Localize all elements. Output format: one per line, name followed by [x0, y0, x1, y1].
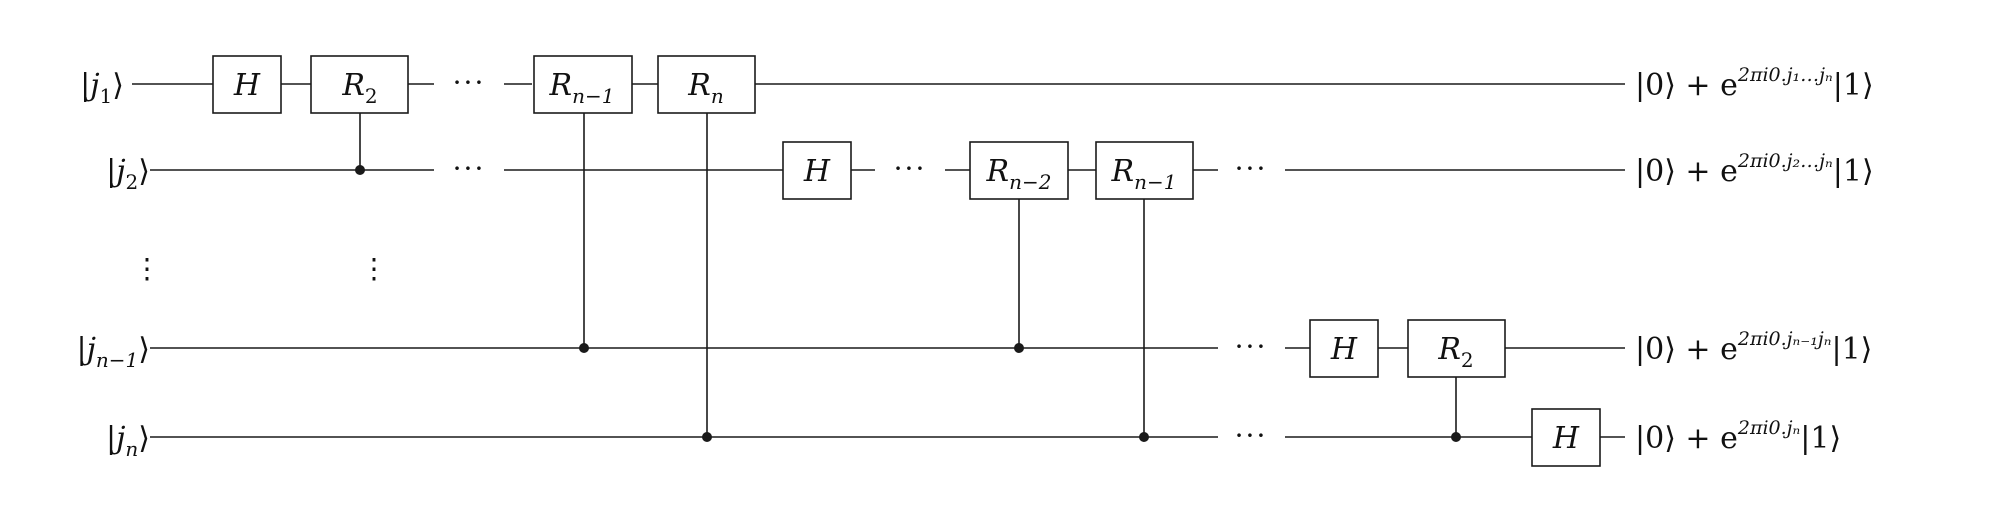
control-dot-5: [1139, 432, 1149, 442]
gate-h-2: H: [782, 141, 852, 200]
output-state-1: |0⟩ + e2πi0.j₁…jₙ|1⟩: [1635, 64, 1874, 103]
output-state-2: |0⟩ + e2πi0.j₂…jₙ|1⟩: [1635, 150, 1874, 189]
h-ellipsis-3: ···: [894, 152, 927, 185]
gate-h-1: H: [212, 55, 282, 114]
svg-text:Rn−1: Rn−1: [549, 68, 615, 108]
svg-text:Rn: Rn: [687, 68, 723, 108]
control-lines: [359, 113, 1457, 437]
svg-text:H: H: [1552, 421, 1580, 456]
svg-text:H: H: [233, 68, 261, 103]
gate-r2-n-1: R2: [1407, 319, 1506, 378]
input-ket-jn: |jn⟩: [106, 421, 150, 461]
svg-text:H: H: [803, 154, 831, 189]
gate-rn-1-1: Rn−1: [533, 55, 633, 114]
qubit-wires: [132, 83, 1625, 438]
control-dot-3: [702, 432, 712, 442]
ellipses: ··· ··· ··· ··· ··· ··· ⋮ ⋮: [133, 66, 1283, 452]
gate-h-n-1: H: [1309, 319, 1379, 378]
svg-text:Rn−2: Rn−2: [986, 154, 1052, 194]
v-ellipsis-1: ⋮: [133, 252, 161, 285]
h-ellipsis-4: ···: [1235, 152, 1268, 185]
gate-rn-2-2: Rn−2: [969, 141, 1069, 200]
h-ellipsis-2: ···: [453, 152, 486, 185]
svg-text:R2: R2: [1437, 332, 1473, 372]
gates: H R2 Rn−1 Rn H: [212, 55, 1601, 467]
input-ket-j2: |j2⟩: [106, 154, 150, 194]
input-ket-j1: |j1⟩: [80, 68, 124, 108]
input-ket-jn-1: |jn−1⟩: [76, 332, 150, 372]
v-ellipsis-2: ⋮: [360, 252, 388, 285]
control-dot-4: [1014, 343, 1024, 353]
gate-rn-1-2: Rn−1: [1095, 141, 1194, 200]
output-state-n: |0⟩ + e2πi0.jₙ|1⟩: [1635, 417, 1841, 456]
svg-text:H: H: [1330, 332, 1358, 367]
gate-r2-1: R2: [310, 55, 409, 114]
svg-text:Rn−1: Rn−1: [1111, 154, 1177, 194]
output-states: |0⟩ + e2πi0.j₁…jₙ|1⟩ |0⟩ + e2πi0.j₂…jₙ|1…: [1635, 64, 1874, 456]
control-dot-1: [355, 165, 365, 175]
gate-rn-1: Rn: [657, 55, 756, 114]
output-state-n-1: |0⟩ + e2πi0.jₙ₋₁jₙ|1⟩: [1635, 328, 1872, 367]
control-dots: [355, 165, 1461, 442]
h-ellipsis-6: ···: [1235, 419, 1268, 452]
gate-h-n: H: [1531, 408, 1601, 467]
control-dot-6: [1451, 432, 1461, 442]
h-ellipsis-5: ···: [1235, 330, 1268, 363]
control-dot-2: [579, 343, 589, 353]
svg-text:R2: R2: [341, 68, 377, 108]
h-ellipsis-1: ···: [453, 66, 486, 99]
